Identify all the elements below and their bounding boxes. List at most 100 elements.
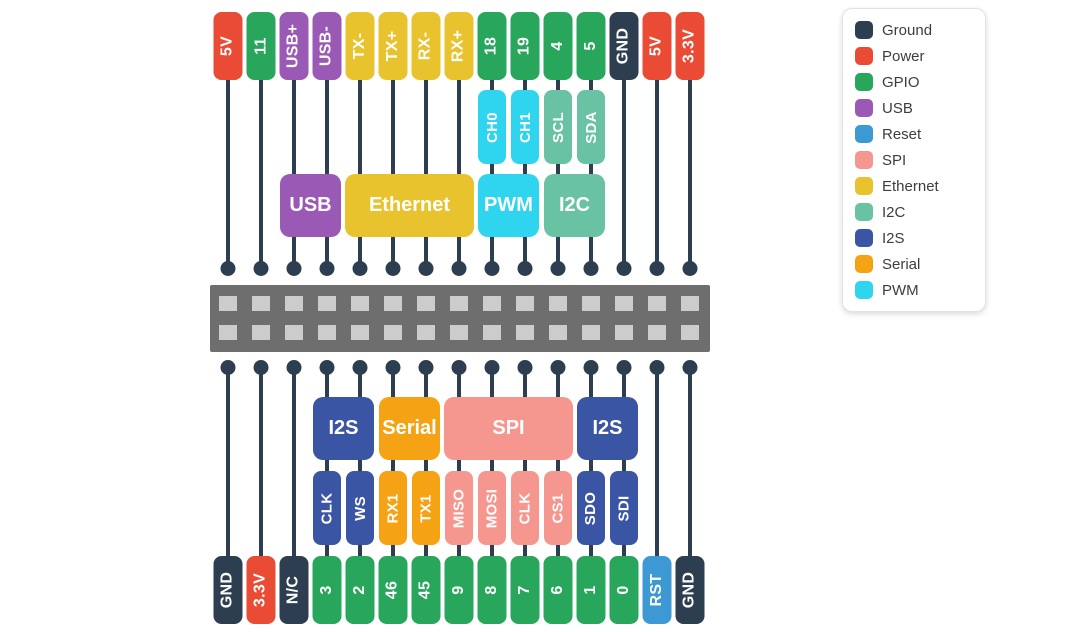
sub-label: WS [351,495,369,521]
wire [292,44,296,270]
legend-item-serial: Serial [855,255,973,273]
connector-hole [285,296,303,311]
pin-header-connector [210,285,710,352]
pin-top-5v-2: 5V [642,12,672,80]
pin-label: 11 [251,37,269,55]
sub-label: TX1 [417,493,435,523]
connector-hole [615,325,633,340]
legend-label: PWM [882,281,919,299]
connector-hole [648,296,666,311]
pin-dot [517,261,533,276]
pin-dot [319,261,335,276]
legend-label: Ground [882,21,933,39]
sub-label: RX1 [384,492,402,524]
pin-dot [418,261,434,276]
pin-bottom-gnd-2: GND [675,556,705,624]
legend-swatch-ethernet [855,177,873,195]
pin-label: 7 [515,585,533,595]
sub-label: SCL [549,111,567,143]
legend-swatch-power [855,47,873,65]
pin-label: 19 [516,36,533,56]
func-spi: SPI [444,397,573,460]
legend-swatch-i2s [855,229,873,247]
func-i2s-right: I2S [577,397,638,460]
pin-top-4: 4 [543,12,573,80]
wire [391,44,395,270]
pin-label: 1 [581,585,599,595]
wire [226,44,230,270]
pin-bottom-9: 9 [444,556,474,624]
pin-dot [484,261,500,276]
pin-dot [583,360,599,375]
pin-label: 45 [417,580,434,600]
pin-top-gnd: GND [609,12,639,80]
connector-hole [648,325,666,340]
sub-label: CH1 [516,111,534,143]
wire [655,44,659,270]
pin-label: USB- [318,25,335,67]
connector-hole [681,325,699,340]
wire [358,44,362,270]
connector-hole [417,296,435,311]
pin-label: 0 [614,585,632,595]
pin-top-19: 19 [510,12,540,80]
pin-label: 5V [218,35,236,57]
pin-dot [484,360,500,375]
connector-hole [384,325,402,340]
func-i2c: I2C [544,174,605,237]
legend-swatch-pwm [855,281,873,299]
pin-bottom-3v3: 3.3V [246,556,276,624]
connector-hole [252,296,270,311]
pin-dot [385,360,401,375]
wire [622,44,626,270]
pin-dot [385,261,401,276]
pin-dot [352,360,368,375]
pin-bottom-2: 2 [345,556,375,624]
wire [325,44,329,270]
legend-label: Serial [882,255,921,273]
pin-label: 5V [647,35,665,57]
pin-bottom-6: 6 [543,556,573,624]
connector-hole [582,296,600,311]
legend-label: Reset [882,125,922,143]
pin-label: N/C [285,575,302,605]
connector-hole [483,296,501,311]
sub-label: SDA [582,110,600,144]
legend-item-i2s: I2S [855,229,973,247]
func-pwm: PWM [478,174,539,237]
pin-dot [616,360,632,375]
pin-top-usb-minus: USB- [312,12,342,80]
legend-item-reset: Reset [855,125,973,143]
sub-bottom-miso: MISO [445,471,473,545]
wire [655,368,659,580]
sub-bottom-clk2: CLK [511,471,539,545]
pin-bottom-1: 1 [576,556,606,624]
legend-label: Ethernet [882,177,939,195]
sub-bottom-sdo: SDO [577,471,605,545]
legend-swatch-ground [855,21,873,39]
pin-label: RST [648,573,665,607]
pin-label: 2 [350,585,368,595]
sub-top-scl: SCL [544,90,572,164]
pin-dot [616,261,632,276]
pin-dot [220,360,236,375]
wire [226,368,230,580]
legend-swatch-i2c [855,203,873,221]
legend-label: GPIO [882,73,920,91]
sub-bottom-ws: WS [346,471,374,545]
sub-bottom-clk: CLK [313,471,341,545]
legend-swatch-usb [855,99,873,117]
pin-top-3v3: 3.3V [675,12,705,80]
legend-label: USB [882,99,913,117]
pin-bottom-0: 0 [609,556,639,624]
connector-hole [384,296,402,311]
sub-label: SDI [615,495,633,521]
connector-hole [318,325,336,340]
pin-label: RX+ [450,29,468,63]
pin-dot [649,360,665,375]
legend-label: Power [882,47,925,65]
wire [259,368,263,580]
pin-dot [253,360,269,375]
sub-label: CLK [516,492,534,524]
wire [292,368,296,580]
